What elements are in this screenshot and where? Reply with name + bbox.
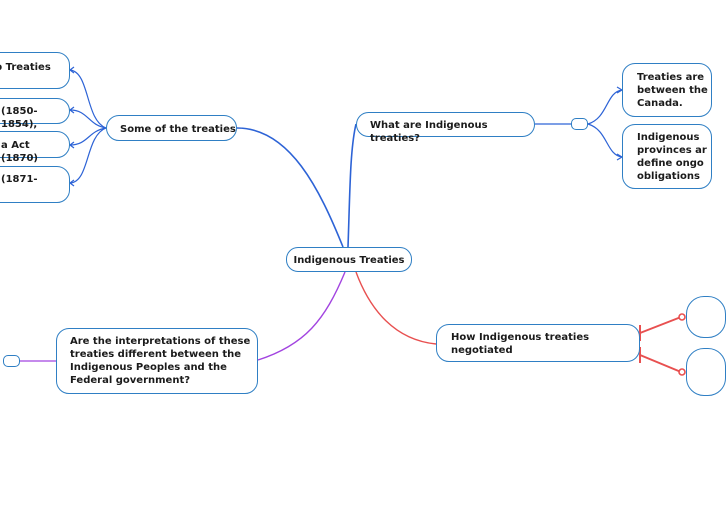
relation-endpoint [678, 368, 686, 376]
subtopic-label: a Act (1870) [1, 140, 38, 164]
topic-line: negotiated [451, 345, 513, 356]
subtopic-line: obligations [637, 171, 700, 182]
subtopic-treaty-2[interactable]: (1850-1854), [0, 98, 70, 130]
topic-line: treaties different between the [70, 349, 242, 360]
arrowhead [69, 179, 75, 187]
relation-endpoint [678, 313, 686, 321]
link-central-to-some-treaties [236, 127, 344, 248]
subtopic-label: (1850-1854), [1, 106, 38, 130]
central-topic-label: Indigenous Treaties [293, 255, 405, 266]
related-node-1[interactable] [686, 296, 726, 338]
subtopic-line: Canada. [637, 98, 683, 109]
subtopic-label: p Treaties [0, 62, 51, 73]
link-central-to-negotiated [355, 271, 437, 345]
topic-line: Federal government? [70, 375, 191, 386]
subtopic-treaty-3[interactable]: a Act (1870) [0, 131, 70, 164]
relation-line [639, 354, 682, 373]
subtopic-line: define ongo [637, 158, 704, 169]
link-what-are-child-2 [587, 123, 623, 158]
subtopic-what-are-2[interactable]: Indigenous provinces ar define ongo obli… [622, 124, 712, 189]
arrowhead [69, 66, 75, 74]
link-central-to-interpretations [257, 271, 346, 361]
subtopic-treaty-4[interactable]: (1871- [0, 166, 70, 203]
central-topic[interactable]: Indigenous Treaties [286, 247, 412, 272]
related-node-2[interactable] [686, 348, 726, 396]
collapse-toggle[interactable] [3, 355, 20, 367]
link-some-treaties-child-4 [69, 127, 107, 184]
arrowhead [69, 141, 75, 149]
topic-label: What are Indigenous treaties? [370, 120, 488, 144]
subtopic-line: between the [637, 85, 708, 96]
subtopic-line: Indigenous [637, 132, 700, 143]
connector-lines [20, 66, 686, 376]
link-some-treaties-child-3 [69, 127, 107, 146]
topic-how-negotiated[interactable]: How Indigenous treaties negotiated [436, 324, 640, 362]
topic-label: Some of the treaties [120, 124, 236, 135]
subtopic-line: Treaties are [637, 72, 705, 83]
topic-line: Indigenous Peoples and the [70, 362, 227, 373]
link-some-treaties-child-1 [69, 69, 107, 129]
link-what-are-child-1 [587, 89, 623, 125]
collapse-toggle[interactable] [571, 118, 588, 130]
topic-some-of-the-treaties[interactable]: Some of the treaties [106, 115, 237, 141]
link-some-treaties-child-2 [69, 109, 107, 129]
subtopic-what-are-1[interactable]: Treaties are between the Canada. [622, 63, 712, 117]
topic-line: How Indigenous treaties [451, 332, 590, 343]
topic-interpretations[interactable]: Are the interpretations of these treatie… [56, 328, 258, 394]
subtopic-label: (1871- [1, 174, 38, 185]
arrowhead [69, 106, 75, 114]
relation-line [639, 316, 682, 334]
link-central-to-what-are [347, 123, 357, 248]
topic-what-are-indigenous-treaties[interactable]: What are Indigenous treaties? [356, 112, 535, 144]
topic-line: Are the interpretations of these [70, 336, 251, 347]
subtopic-treaty-1[interactable]: p Treaties [0, 52, 70, 89]
subtopic-line: provinces ar [637, 145, 707, 156]
